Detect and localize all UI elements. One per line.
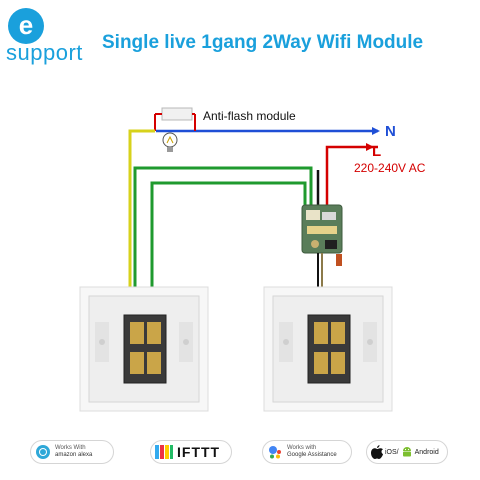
apple-icon [371, 445, 383, 459]
alexa-icon [36, 445, 50, 459]
neutral-arrow-icon [372, 127, 380, 135]
light-bulb-icon [162, 132, 178, 152]
page-title: Single live 1gang 2Way Wifi Module [102, 32, 424, 53]
os-badge: iOS/ Android [366, 440, 448, 464]
ios-label: iOS/ [385, 448, 399, 456]
android-icon [402, 447, 411, 457]
alexa-badge: Works With amazon alexa [30, 440, 114, 464]
google-badge: Works with Google Assistance [262, 440, 352, 464]
android-label: Android [414, 448, 439, 456]
ifttt-color-blocks [155, 445, 173, 459]
google-assistant-icon [269, 446, 281, 459]
voltage-label: 220-240V AC [354, 161, 426, 175]
neutral-label: N [385, 123, 396, 140]
google-line2: Google Assistance [287, 452, 337, 458]
live-label: L [372, 143, 382, 160]
ifttt-text: IFTTT [177, 444, 221, 460]
anti-flash-label: Anti-flash module [203, 109, 296, 123]
green-wire-outer [133, 166, 313, 320]
ifttt-badge: IFTTT [150, 440, 232, 464]
alexa-line1: Works With [55, 445, 86, 451]
live-wire [325, 145, 378, 182]
left-wall-switch [79, 286, 209, 412]
alexa-line2: amazon alexa [55, 452, 93, 458]
live-wire-cap [366, 143, 374, 151]
brand-name: support [6, 40, 83, 65]
brand-logo-icon: e [8, 8, 44, 44]
google-line1: Works with [287, 445, 317, 451]
green-wire-inner [150, 181, 307, 320]
right-wall-switch [263, 286, 393, 412]
wifi-module-board [301, 204, 343, 266]
anti-flash-module [161, 107, 193, 121]
